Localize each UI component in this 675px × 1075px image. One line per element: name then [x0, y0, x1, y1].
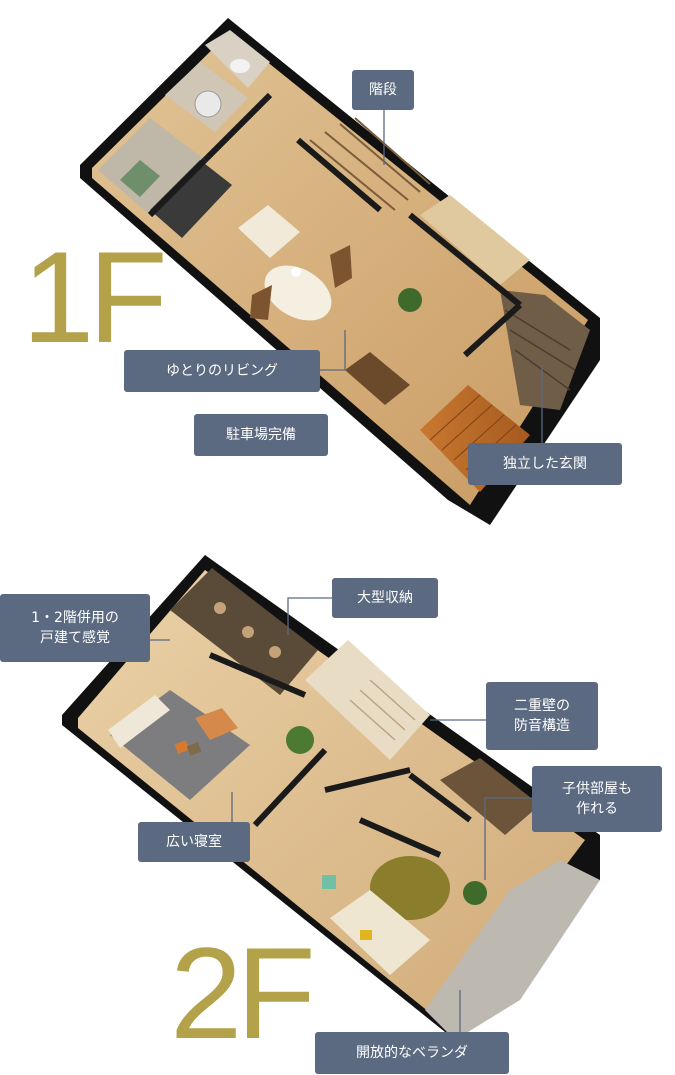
floor1-label: 1F [22, 224, 168, 370]
callout-storage: 大型収納 [332, 578, 438, 618]
callout-bedroom: 広い寝室 [138, 822, 250, 862]
callout-kids-room: 子供部屋も 作れる [532, 766, 662, 832]
floor1-plan [80, 18, 600, 525]
callout-veranda: 開放的なベランダ [315, 1032, 509, 1074]
callout-stairs: 階段 [352, 70, 414, 110]
callout-double-wall: 二重壁の 防音構造 [486, 682, 598, 750]
floor2-label: 2F [170, 920, 316, 1066]
floor2-plan [62, 555, 600, 1040]
callout-living: ゆとりのリビング [124, 350, 320, 392]
callout-dual-use: 1・2階併用の 戸建て感覚 [0, 594, 150, 662]
callout-entrance: 独立した玄関 [468, 443, 622, 485]
callout-parking: 駐車場完備 [194, 414, 328, 456]
